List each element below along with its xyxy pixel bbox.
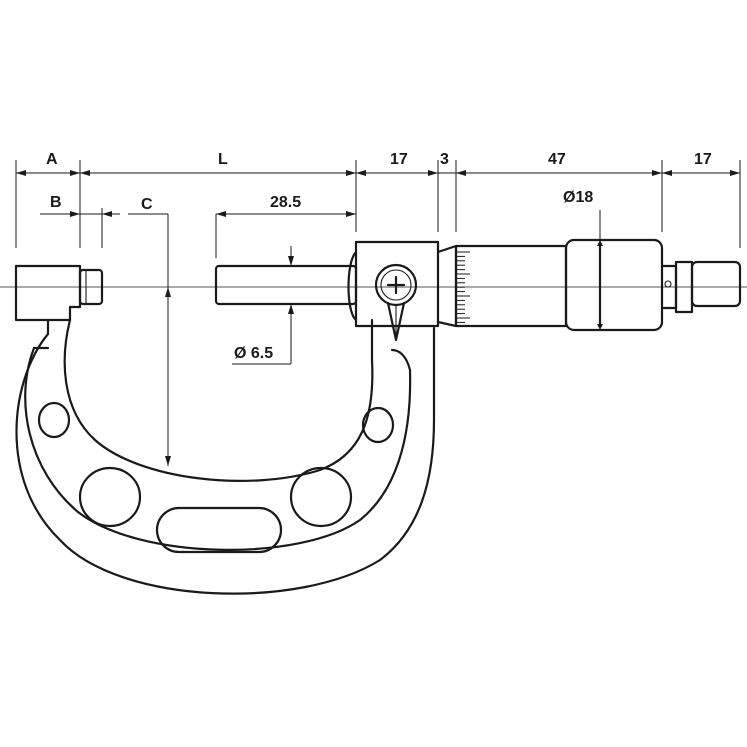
- ratchet: [660, 260, 742, 314]
- lock-lever: [386, 301, 406, 342]
- frame-hole-left-small: [37, 401, 71, 439]
- dimension-labels: A L 17 3 47 17 B C 28.5 Ø18 Ø 6.5: [46, 151, 712, 362]
- label-28-5: 28.5: [270, 194, 301, 211]
- label-B: B: [50, 194, 62, 211]
- label-L: L: [218, 151, 228, 168]
- frame-hole-left-large: [78, 466, 142, 528]
- label-17-right: 17: [694, 151, 712, 168]
- barrel: [436, 244, 568, 328]
- micrometer-frame: [14, 264, 436, 595]
- dimensions: [15, 160, 741, 466]
- sleeve-housing: [347, 240, 440, 342]
- label-C: C: [141, 196, 153, 213]
- thimble: [564, 238, 664, 332]
- label-47: 47: [548, 151, 566, 168]
- label-17-left: 17: [390, 151, 408, 168]
- label-A: A: [46, 151, 58, 168]
- label-3: 3: [440, 151, 449, 168]
- frame-hole-right-small: [361, 406, 395, 444]
- frame-hole-right-large: [289, 466, 353, 528]
- spindle: [214, 264, 358, 306]
- label-dia-6-5: Ø 6.5: [234, 345, 273, 362]
- frame-slot-center: [155, 506, 283, 554]
- anvil: [78, 268, 104, 306]
- label-dia-18: Ø18: [563, 189, 593, 206]
